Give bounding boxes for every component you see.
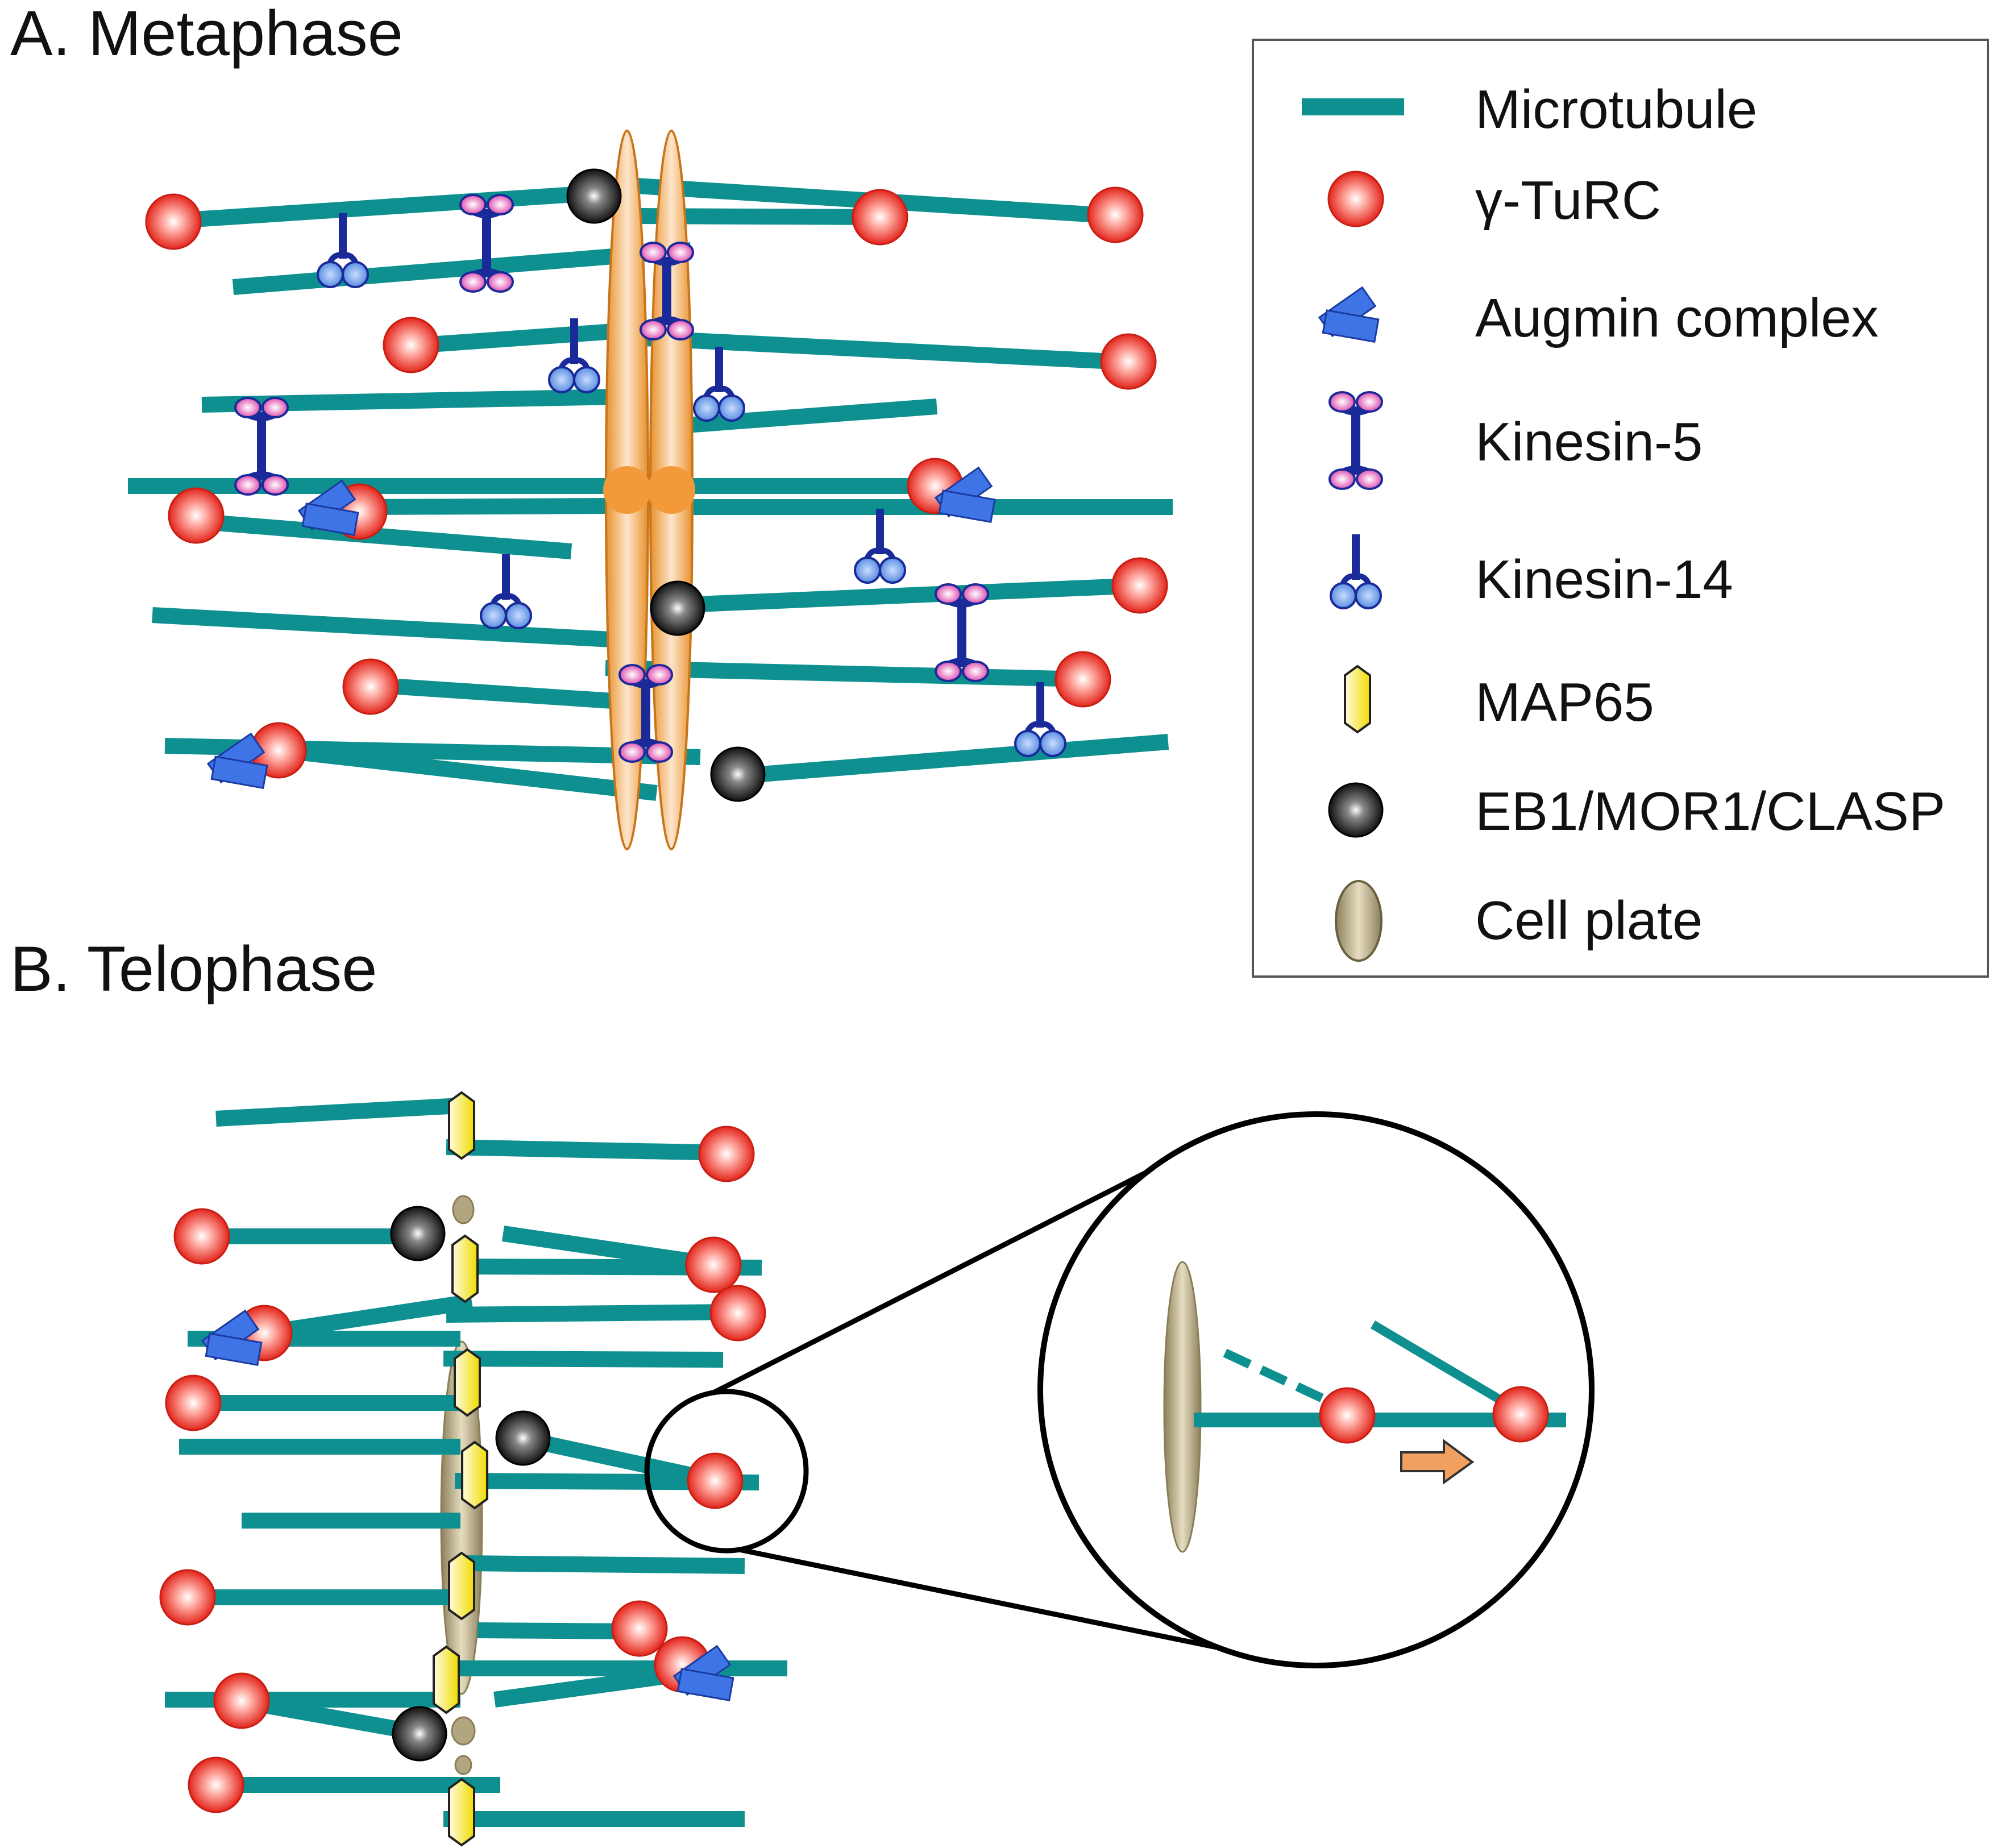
zoom-callout [644,1111,1595,1668]
legend-label-eb1: EB1/MOR1/CLASP [1475,781,1945,842]
legend-label-cell-plate: Cell plate [1475,890,1703,951]
cell-plate-fragment [454,1755,472,1775]
legend-label-kinesin5: Kinesin-5 [1475,412,1703,472]
metaphase-panel [128,130,1173,850]
telophase-panel [159,1091,1595,1846]
panel-b-title: B. Telophase [10,933,377,1004]
zoom-cell-plate [1163,1261,1202,1553]
legend-label-map65: MAP65 [1475,672,1654,733]
legend-label-augmin: Augmin complex [1475,288,1879,348]
map65-icon [1344,665,1371,733]
legend-label-kinesin14: Kinesin-14 [1475,549,1733,610]
movement-arrow [1400,1439,1475,1485]
metaphase-microtubules [128,178,1173,801]
eb1-icon [1328,782,1384,838]
legend-label-gamma-turc: γ-TuRC [1475,170,1661,231]
zoom-detail [1163,1261,1566,1553]
cell-plate-fragment [452,1195,475,1224]
legend-label-microtubule: Microtubule [1475,79,1757,140]
legend: Microtubule γ-TuRC Augmin complex Kinesi… [1252,39,1989,978]
cell-plate-fragment [451,1716,476,1746]
cell-plate-icon [1335,880,1382,962]
gamma-turc-icon [1327,171,1384,227]
panel-a-title: A. Metaphase [10,0,404,69]
